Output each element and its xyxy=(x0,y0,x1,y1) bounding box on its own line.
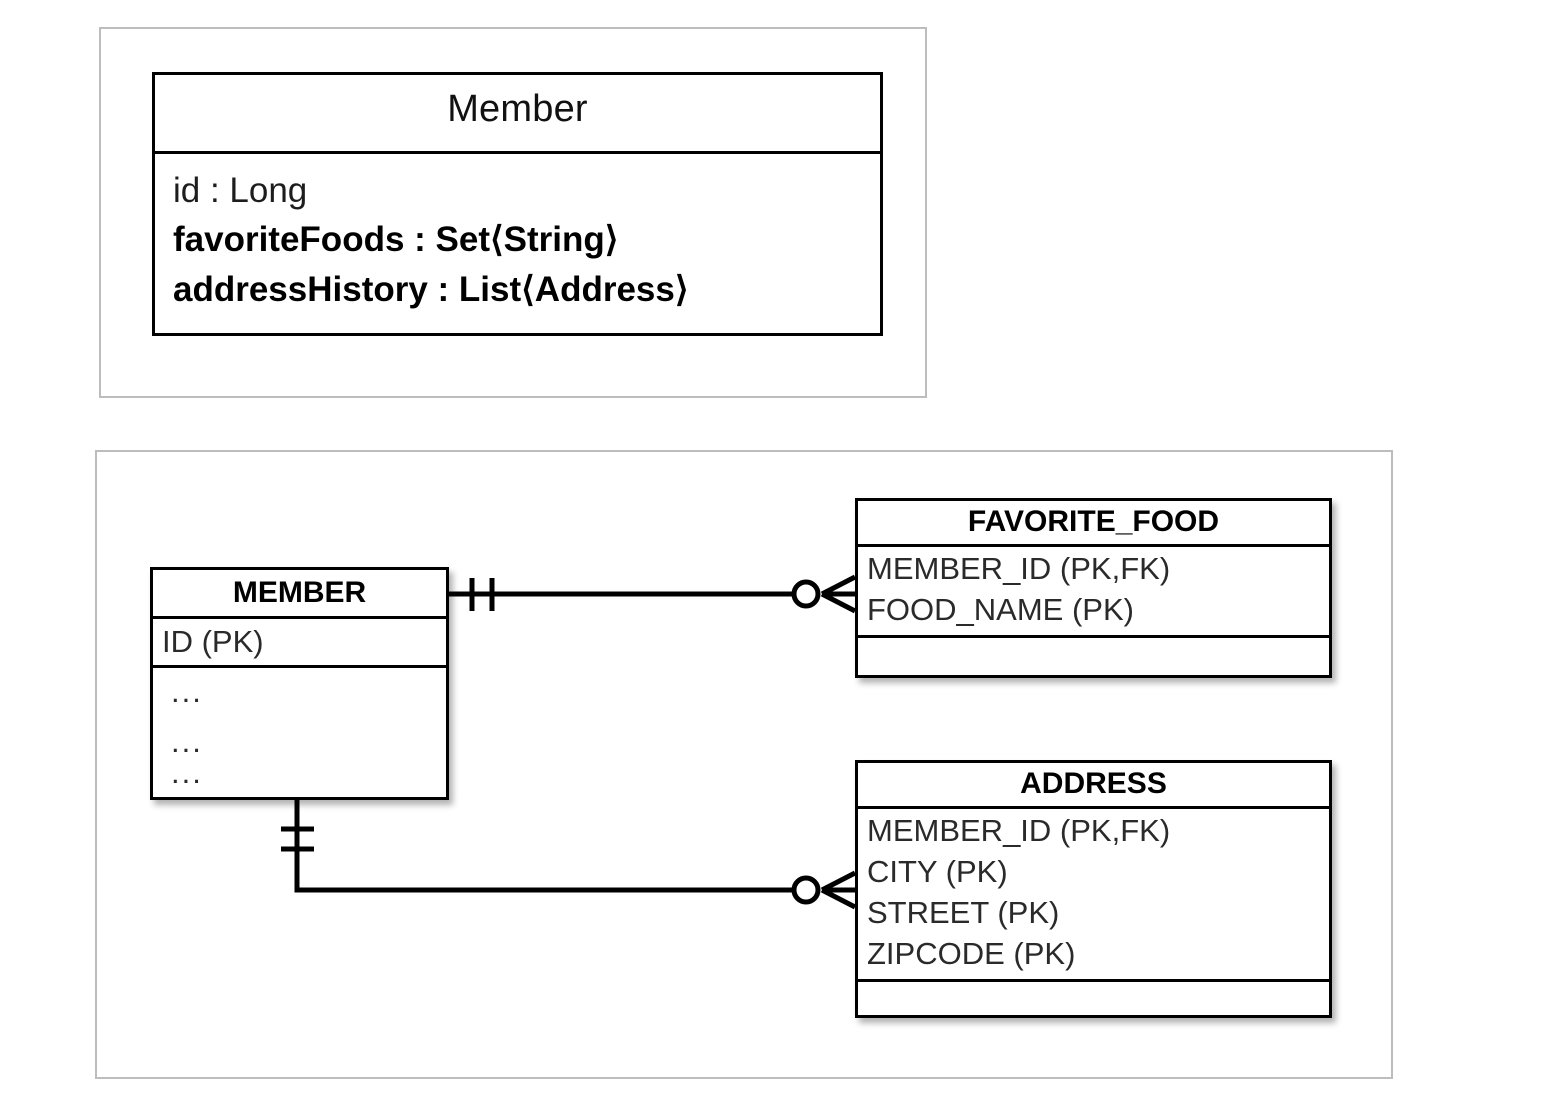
erd-column-placeholder-3: ... xyxy=(171,755,203,790)
erd-entity-favorite-food-footer xyxy=(858,638,1329,678)
erd-column-addr-member-id: MEMBER_ID (PK,FK) xyxy=(867,813,1171,848)
uml-attribute-address-history: addressHistory : List⟨Address⟩ xyxy=(173,270,689,310)
uml-attribute-favorite-foods: favoriteFoods : Set⟨String⟩ xyxy=(173,220,619,260)
erd-entity-address-title: ADDRESS xyxy=(858,763,1329,809)
erd-entity-address-footer xyxy=(858,982,1329,1022)
uml-attribute-id: id : Long xyxy=(173,170,308,210)
erd-column-ff-food-name: FOOD_NAME (PK) xyxy=(867,591,1134,627)
erd-entity-favorite-food: FAVORITE_FOOD MEMBER_ID (PK,FK) FOOD_NAM… xyxy=(855,498,1332,678)
erd-column-addr-city: CITY (PK) xyxy=(867,853,1008,889)
erd-entity-member-keys: ID (PK) xyxy=(153,619,446,668)
erd-column-id-pk: ID (PK) xyxy=(162,624,264,659)
uml-class-panel: Member id : Long favoriteFoods : Set⟨Str… xyxy=(99,27,927,398)
erd-column-addr-zipcode: ZIPCODE (PK) xyxy=(867,935,1076,971)
erd-column-placeholder-2: ... xyxy=(171,724,203,759)
erd-entity-member: MEMBER ID (PK) ... ... ... xyxy=(150,567,449,800)
uml-attribute-list: id : Long favoriteFoods : Set⟨String⟩ ad… xyxy=(155,154,880,333)
erd-entity-member-columns: ... ... ... xyxy=(153,668,446,796)
uml-class-box-member: Member id : Long favoriteFoods : Set⟨Str… xyxy=(152,72,883,336)
erd-entity-favorite-food-title: FAVORITE_FOOD xyxy=(858,501,1329,547)
erd-entity-address: ADDRESS MEMBER_ID (PK,FK) CITY (PK) STRE… xyxy=(855,760,1332,1018)
erd-entity-address-columns: MEMBER_ID (PK,FK) CITY (PK) STREET (PK) … xyxy=(858,809,1329,982)
erd-column-ff-member-id: MEMBER_ID (PK,FK) xyxy=(867,551,1171,586)
erd-column-placeholder-1: ... xyxy=(171,674,203,709)
erd-entity-member-title: MEMBER xyxy=(153,570,446,619)
erd-column-addr-street: STREET (PK) xyxy=(867,894,1060,930)
erd-entity-favorite-food-columns: MEMBER_ID (PK,FK) FOOD_NAME (PK) xyxy=(858,547,1329,638)
uml-class-name: Member xyxy=(155,75,880,154)
